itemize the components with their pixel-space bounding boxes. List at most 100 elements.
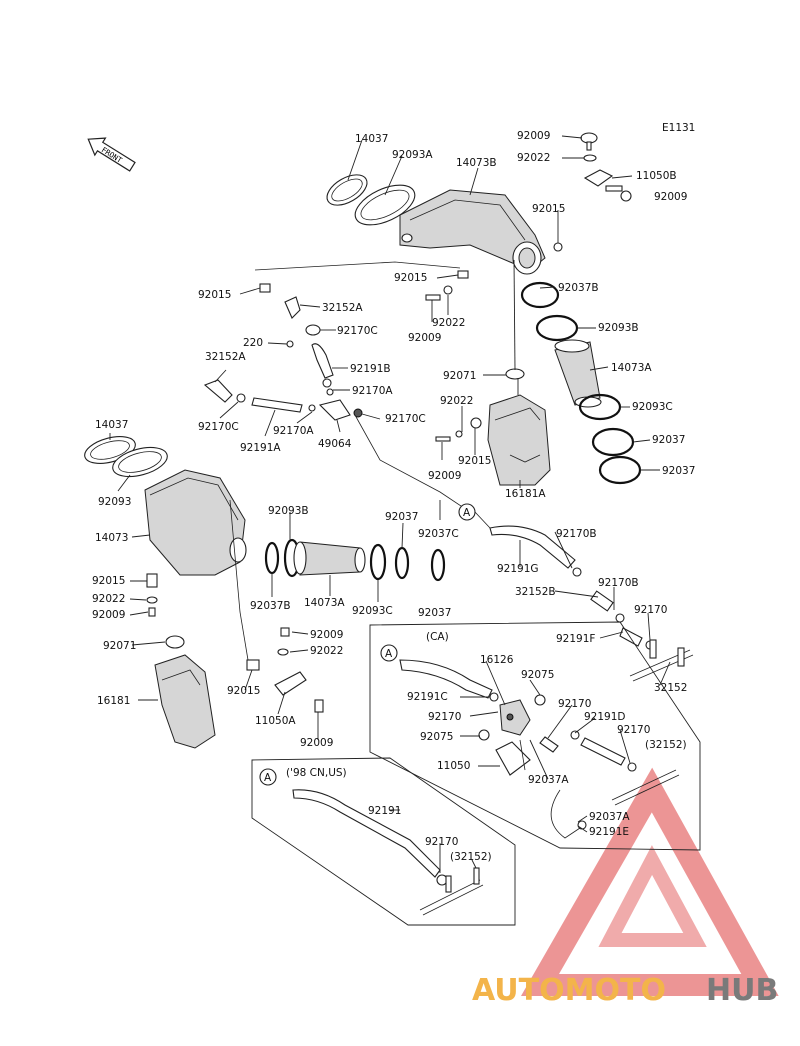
fastener-set-mid xyxy=(425,270,469,301)
label-92009-tr2: 92009 xyxy=(654,191,687,203)
bracket-11050B xyxy=(553,132,632,252)
label-14073A-m: 14073A xyxy=(304,597,345,609)
watermark-logo xyxy=(520,767,779,996)
label-11050B: 11050B xyxy=(636,170,677,182)
cnus-section-frame xyxy=(251,757,516,926)
label-92170B-1: 92170B xyxy=(556,528,597,540)
intake-duct-14073B xyxy=(399,189,546,275)
section-ca-title: (CA) xyxy=(426,631,449,643)
cnus-parts xyxy=(292,789,484,916)
label-92191G: 92191G xyxy=(497,563,539,575)
label-92009-m4: 92009 xyxy=(300,737,333,749)
label-92037A-2: 92037A xyxy=(589,811,630,823)
label-92009-tr: 92009 xyxy=(517,130,550,142)
label-92037C: 92037C xyxy=(418,528,459,540)
breather-hose-group xyxy=(203,283,363,421)
label-92015-r2: 92015 xyxy=(458,455,491,467)
label-16181A: 16181A xyxy=(505,488,546,500)
label-32152-b: (32152) xyxy=(450,851,492,863)
label-92009-m3: 92009 xyxy=(310,629,343,641)
hose-band-92037-m2 xyxy=(430,548,446,582)
label-92022-mid: 92022 xyxy=(432,317,465,329)
seal-92093B-r xyxy=(535,314,579,342)
svg-text:A: A xyxy=(385,648,393,660)
label-92191A: 92191A xyxy=(240,442,281,454)
label-92015-l: 92015 xyxy=(198,289,231,301)
label-92093A: 92093A xyxy=(392,149,433,161)
label-14073: 14073 xyxy=(95,532,128,544)
label-92093C-r: 92093C xyxy=(632,401,673,413)
label-92015-tr: 92015 xyxy=(532,203,565,215)
label-92170-ca2: 92170 xyxy=(558,698,591,710)
gasket-92093-l xyxy=(112,446,168,478)
resonator-16181 xyxy=(154,654,216,749)
watermark-text: AUTOMOTO HUB xyxy=(472,973,778,1008)
label-92071-r: 92071 xyxy=(443,370,476,382)
label-92015-mid: 92015 xyxy=(394,272,427,284)
label-92093C-m: 92093C xyxy=(352,605,393,617)
label-92015-l2: 92015 xyxy=(92,575,125,587)
watermark-brand-part2: HUB xyxy=(706,973,778,1008)
label-92093-l: 92093 xyxy=(98,496,131,508)
label-92009-mid: 92009 xyxy=(408,332,441,344)
label-92170C-t: 92170C xyxy=(337,325,378,337)
seal-92093C-m xyxy=(369,543,387,581)
label-92022-tr: 92022 xyxy=(517,152,550,164)
label-92037B-r: 92037B xyxy=(558,282,599,294)
section-98-title: ('98 CN,US) xyxy=(286,767,347,779)
label-92170A-t: 92170A xyxy=(352,385,393,397)
label-92191E: 92191E xyxy=(589,826,629,838)
label-92191F: 92191F xyxy=(556,633,595,645)
hose-band-92037-r2 xyxy=(598,455,642,485)
front-arrow-icon: FRONT xyxy=(87,137,136,172)
svg-text:A: A xyxy=(463,507,471,519)
label-92170-r: 92170 xyxy=(634,604,667,616)
label-14037-l: 14037 xyxy=(95,419,128,431)
diagram-code: E1131 xyxy=(662,122,695,134)
label-92170A-m: 92170A xyxy=(273,425,314,437)
callout-a-2: A xyxy=(380,644,398,662)
label-92093B-r: 92093B xyxy=(598,322,639,334)
label-92037A-1: 92037A xyxy=(528,774,569,786)
label-16126: 16126 xyxy=(480,654,514,666)
label-220: 220 xyxy=(243,337,263,349)
label-92037-r1: 92037 xyxy=(652,434,685,446)
bracket-11050A xyxy=(246,627,324,713)
label-92022-r2: 92022 xyxy=(440,395,473,407)
hose-band-92037B-m xyxy=(264,541,280,575)
label-49064: 49064 xyxy=(318,438,352,450)
label-11050A: 11050A xyxy=(255,715,296,727)
label-14073B: 14073B xyxy=(456,157,497,169)
ca-parts xyxy=(399,659,680,839)
part-labels: 14037 92093A 14073B 92009 92022 11050B 9… xyxy=(92,130,695,863)
hose-band-92037B-r xyxy=(520,281,560,309)
label-16181: 16181 xyxy=(97,695,130,707)
duct-14073A-r xyxy=(554,339,602,408)
label-32152B: 32152B xyxy=(515,586,556,598)
label-14037-top: 14037 xyxy=(355,133,388,145)
leader-lines xyxy=(109,135,671,873)
gasket-92093A xyxy=(354,184,416,226)
label-92015-m3: 92015 xyxy=(227,685,260,697)
label-92075-1: 92075 xyxy=(521,669,554,681)
label-92170-ca3: 92170 xyxy=(617,724,650,736)
label-92191C: 92191C xyxy=(407,691,448,703)
label-92170-ca1: 92170 xyxy=(428,711,461,723)
filter-14037-top xyxy=(326,174,368,206)
label-92037-r2: 92037 xyxy=(662,465,695,477)
label-32152-ca: (32152) xyxy=(645,739,687,751)
label-14073A-r: 14073A xyxy=(611,362,652,374)
hose-band-92037-m xyxy=(394,546,410,580)
label-92170-b: 92170 xyxy=(425,836,458,848)
label-92071-l: 92071 xyxy=(103,640,136,652)
label-92075-2: 92075 xyxy=(420,731,453,743)
callout-a-3: A xyxy=(259,768,277,786)
label-32152A-t: 32152A xyxy=(322,302,363,314)
ca-section-frame xyxy=(369,621,701,851)
label-92009-r2: 92009 xyxy=(428,470,461,482)
callout-a-1: A xyxy=(458,503,476,521)
label-92037B-m: 92037B xyxy=(250,600,291,612)
label-92037-m: 92037 xyxy=(385,511,418,523)
label-92170C-l: 92170C xyxy=(198,421,239,433)
